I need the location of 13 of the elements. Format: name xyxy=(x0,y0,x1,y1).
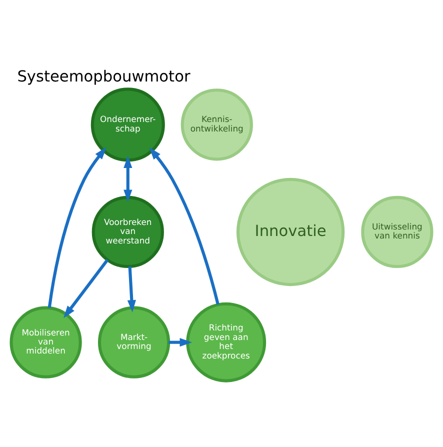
node-circle: Uitwisseling van kennis xyxy=(361,196,434,268)
arrow xyxy=(124,156,132,202)
diagram-title: Systeemopbouwmotor xyxy=(17,67,190,86)
arrow xyxy=(127,266,136,312)
arrow xyxy=(48,147,106,308)
node-circle: Kennis- ontwikkeling xyxy=(180,88,253,161)
node-circle: Markt- vorming xyxy=(98,306,170,378)
arrow xyxy=(64,259,109,318)
node-circle: Innovatie xyxy=(236,178,345,286)
arrow xyxy=(168,338,192,347)
node-circle: Voorbreken van weerstand xyxy=(92,196,164,268)
node-circle: Richting geven aan het zoekproces xyxy=(186,302,266,382)
arrow xyxy=(149,147,220,305)
